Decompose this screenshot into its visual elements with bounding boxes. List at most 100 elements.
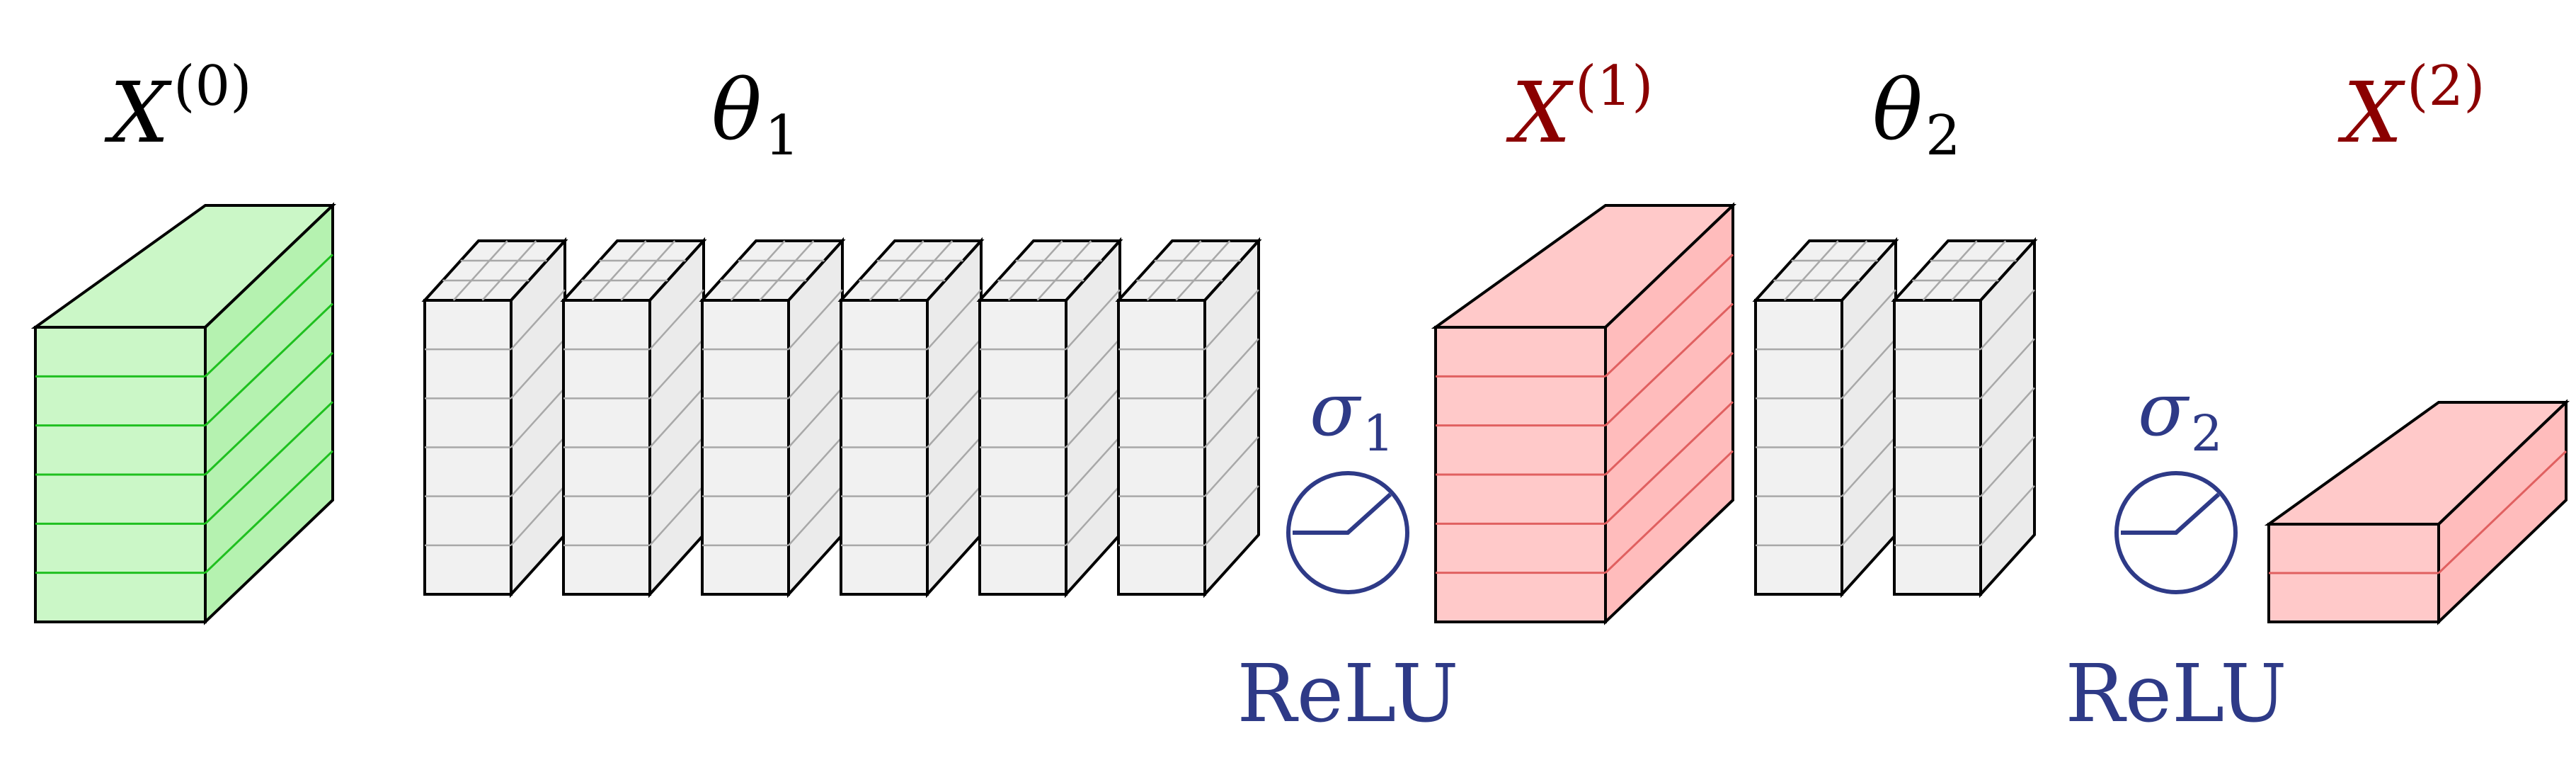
theta1-kernel-row-edge xyxy=(1204,436,1259,497)
label-sigma1-base: σ xyxy=(1310,366,1362,453)
theta1-kernel xyxy=(560,237,707,599)
theta1-kernel-row-edge xyxy=(510,387,566,448)
theta1-kernel-row-edge xyxy=(1204,289,1259,351)
label-x1-base: X xyxy=(1506,64,1574,162)
theta1-kernel-row-edge xyxy=(649,436,704,497)
theta1-kernel xyxy=(976,237,1123,599)
activation-sigma2: σ2 ReLU xyxy=(2065,366,2286,740)
theta1-kernel-row-edge xyxy=(1065,289,1121,351)
theta2-kernel xyxy=(1891,237,2038,599)
label-sigma1-sub: 1 xyxy=(1363,404,1395,463)
theta1-kernel-top-grid xyxy=(1036,240,1092,301)
x1-slice-edge xyxy=(1604,450,1734,574)
x2-slice-edge xyxy=(2437,450,2568,574)
input-volume-x0 xyxy=(30,202,336,625)
theta1-kernel-row-edge xyxy=(649,289,704,351)
theta2-kernel-group xyxy=(1752,237,2038,599)
theta2-kernel-row-edge xyxy=(1841,484,1896,546)
label-theta1-base: θ xyxy=(711,61,762,159)
label-sigma2-sub: 2 xyxy=(2191,404,2223,463)
theta2-kernel-row-edge xyxy=(1980,338,2035,400)
label-x2-base: X xyxy=(2337,64,2405,162)
theta1-kernel-row-edge xyxy=(649,387,704,448)
theta1-kernel-row-edge xyxy=(1065,387,1121,448)
theta2-kernel-row-edge xyxy=(1980,289,2035,351)
relu1-curve-icon xyxy=(1293,492,1392,535)
theta1-kernel-row-edge xyxy=(1204,484,1259,546)
label-x0: X(0) xyxy=(104,55,252,162)
label-theta1-sub: 1 xyxy=(765,104,800,168)
label-x0-sup: (0) xyxy=(173,55,252,118)
theta1-kernel-row-edge xyxy=(788,436,843,497)
theta1-kernel-top-grid xyxy=(1007,240,1063,301)
label-theta2-sub: 2 xyxy=(1925,104,1961,168)
label-sigma2-base: σ xyxy=(2138,366,2190,453)
theta2-kernel-row-edge xyxy=(1980,484,2035,546)
output-volume-x2 xyxy=(2264,399,2570,625)
label-x2-sup: (2) xyxy=(2407,55,2485,118)
theta2-kernel-row-edge xyxy=(1841,387,1896,448)
label-sigma1: σ1 xyxy=(1310,366,1395,463)
theta1-kernel-row-edge xyxy=(1065,338,1121,400)
theta2-kernel-top-grid xyxy=(1922,240,1978,301)
x0-slice-edge xyxy=(204,254,334,378)
theta1-kernel-top-grid xyxy=(481,240,537,301)
theta1-kernel-row-edge xyxy=(788,484,843,546)
label-x1: X(1) xyxy=(1506,55,1654,162)
theta1-kernel xyxy=(699,237,846,599)
theta1-kernel-top-grid xyxy=(591,240,647,301)
label-theta2: θ2 xyxy=(1872,61,1961,168)
label-theta1: θ1 xyxy=(711,61,800,168)
theta1-kernel-top-grid xyxy=(759,240,815,301)
theta1-kernel-row-edge xyxy=(649,484,704,546)
x1-slice-edge xyxy=(1604,302,1734,426)
theta1-kernel-row-edge xyxy=(510,338,566,400)
theta1-kernel-top-grid xyxy=(620,240,676,301)
theta2-kernel xyxy=(1752,237,1899,599)
label-x1-sup: (1) xyxy=(1575,55,1654,118)
theta1-kernel-top-grid xyxy=(1146,240,1202,301)
theta2-kernel-top-grid xyxy=(1812,240,1868,301)
theta1-kernel-top-grid xyxy=(1175,240,1231,301)
theta1-kernel-top-grid xyxy=(730,240,786,301)
theta1-kernel-row-edge xyxy=(510,484,566,546)
relu1-icon xyxy=(1286,471,1409,594)
label-sigma2: σ2 xyxy=(2138,366,2223,463)
theta1-kernel xyxy=(837,237,985,599)
theta2-kernel-row-edge xyxy=(1841,289,1896,351)
theta1-kernel xyxy=(421,237,568,599)
theta2-kernel-row-edge xyxy=(1980,436,2035,497)
theta1-kernel-row-edge xyxy=(927,387,982,448)
label-theta2-base: θ xyxy=(1872,61,1923,159)
theta1-kernel-row-edge xyxy=(510,436,566,497)
theta1-kernel-row-edge xyxy=(788,338,843,400)
x1-slice-edge xyxy=(1604,254,1734,378)
theta1-kernel-row-edge xyxy=(927,484,982,546)
theta1-kernel-top-grid xyxy=(898,240,954,301)
x0-slice-edge xyxy=(204,450,334,574)
theta2-kernel-row-edge xyxy=(1980,387,2035,448)
x0-slice-edge xyxy=(204,401,334,525)
theta1-kernel-row-edge xyxy=(788,387,843,448)
label-relu2: ReLU xyxy=(2065,648,2286,740)
theta2-kernel-top-grid xyxy=(1951,240,2007,301)
theta1-kernel-top-grid xyxy=(869,240,925,301)
relu2-curve-icon xyxy=(2121,492,2221,535)
theta1-kernel-row-edge xyxy=(1204,338,1259,400)
label-relu1: ReLU xyxy=(1237,648,1458,740)
relu2-icon xyxy=(2114,471,2238,594)
label-x0-base: X xyxy=(104,64,172,162)
hidden-volume-x1 xyxy=(1431,202,1736,625)
x0-slice-edge xyxy=(204,351,334,476)
theta2-kernel-top-grid xyxy=(1783,240,1839,301)
theta1-kernel-group xyxy=(421,237,1262,599)
theta1-kernel-top-grid xyxy=(452,240,508,301)
theta1-kernel-row-edge xyxy=(649,338,704,400)
x1-slice-edge xyxy=(1604,351,1734,476)
theta1-kernel-row-edge xyxy=(1204,387,1259,448)
activation-sigma1: σ1 ReLU xyxy=(1237,366,1458,740)
label-x2: X(2) xyxy=(2337,55,2485,162)
theta1-kernel-row-edge xyxy=(788,289,843,351)
x0-slice-edge xyxy=(204,302,334,426)
